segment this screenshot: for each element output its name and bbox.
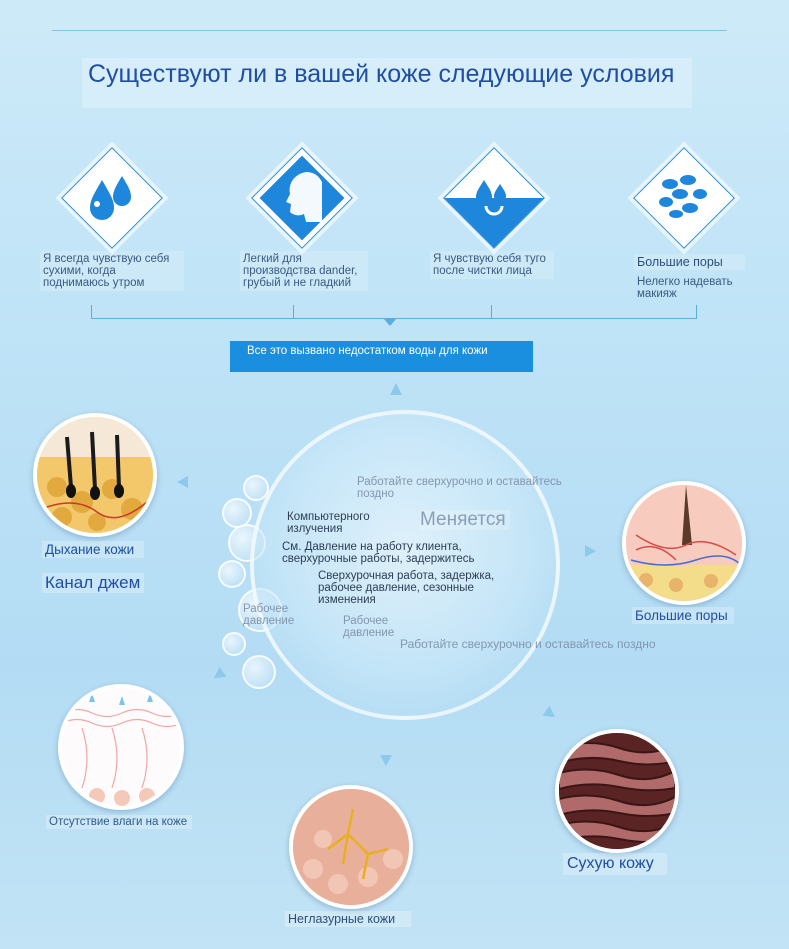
bracket-notch (383, 318, 397, 326)
bracket-tick (91, 305, 92, 319)
outcome-breathing-label: Дыхание кожи (42, 541, 144, 558)
condition-2-diamond (251, 147, 353, 249)
arrow-down-left-icon (210, 666, 227, 684)
arrow-right-icon (585, 545, 596, 557)
up-arrow-icon (390, 383, 402, 395)
bracket-tick (293, 305, 294, 319)
center-top-grey-text: Работайте сверхурочно и оставайтесь позд… (357, 476, 562, 500)
water-drops-icon (90, 176, 131, 220)
center-bottom-grey-text: Работайте сверхурочно и оставайтесь позд… (400, 637, 656, 651)
outcome-channel-label: Канал джем (42, 573, 144, 593)
condition-3-text: Я чувствую себя туго после чистки лица (430, 251, 554, 279)
skin-moisture-image (58, 684, 184, 810)
arrow-down-icon (380, 755, 392, 766)
top-divider (52, 30, 727, 31)
outcome-unglazed-label: Неглазурные кожи (285, 911, 411, 927)
condition-1-text: Я всегда чувствую себя сухими, когда под… (40, 251, 184, 291)
skin-follicle-image (33, 413, 157, 537)
condition-4-text-b: Нелегко надевать макияж (637, 276, 733, 300)
bracket-tick (491, 305, 492, 319)
condition-2-text: Легкий для производства dander, грубый и… (240, 251, 368, 291)
outcome-dry-skin-label: Сухую кожу (563, 853, 667, 875)
condition-4-text-a: Большие поры (634, 254, 745, 270)
arrow-left-icon (177, 476, 188, 488)
bubble (243, 475, 269, 501)
arrow-down-right-icon (542, 705, 559, 723)
skin-unglazed-image (289, 785, 413, 909)
condition-3-diamond (443, 147, 545, 249)
center-big-text: Меняется (420, 510, 510, 530)
center-work-pressure-1: Рабочее давление (243, 603, 295, 627)
center-computer-text: Компьютерного излучения (287, 511, 370, 535)
summary-banner: Все это вызвано недостатком воды для кож… (230, 341, 533, 372)
condition-1-diamond (61, 147, 163, 249)
bracket-tick (696, 305, 697, 319)
title-backdrop (82, 58, 692, 108)
center-pressure-text: См. Давление на работу клиента, сверхуро… (282, 541, 475, 565)
pores-icon (659, 175, 707, 218)
outcome-big-pores-label: Большие поры (632, 607, 734, 624)
skin-pores-image (622, 481, 746, 605)
page-title: Существуют ли в вашей коже следующие усл… (88, 60, 675, 88)
bubble (222, 632, 246, 656)
condition-4-diamond (633, 147, 735, 249)
bubble (222, 498, 252, 528)
drop-bowl-icon (476, 180, 506, 216)
center-overtime-text: Сверхурочная работа, задержка, рабочее д… (318, 570, 495, 606)
center-work-pressure-2: Рабочее давление (343, 615, 395, 639)
outcome-no-moisture-label: Отсутствие влаги на коже (46, 815, 192, 829)
center-water-sphere (250, 410, 560, 720)
bubble (242, 655, 276, 689)
bubble (218, 560, 246, 588)
face-profile-icon (286, 172, 322, 222)
skin-dry-image (555, 729, 679, 853)
